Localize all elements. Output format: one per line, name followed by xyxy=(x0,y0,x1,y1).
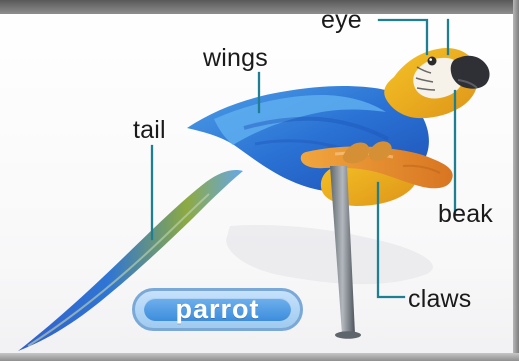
parrot-shadow xyxy=(226,225,433,284)
eye-label: eye xyxy=(321,8,362,33)
eye-leader-line xyxy=(379,20,427,54)
wings-label: wings xyxy=(203,46,268,71)
beak-label: beak xyxy=(438,202,493,227)
claws-label: claws xyxy=(408,287,472,312)
eye-icon xyxy=(428,57,437,66)
parrot-name-badge: parrot xyxy=(132,288,303,331)
parrot-name-text: parrot xyxy=(175,294,259,325)
tail-label: tail xyxy=(133,118,166,143)
